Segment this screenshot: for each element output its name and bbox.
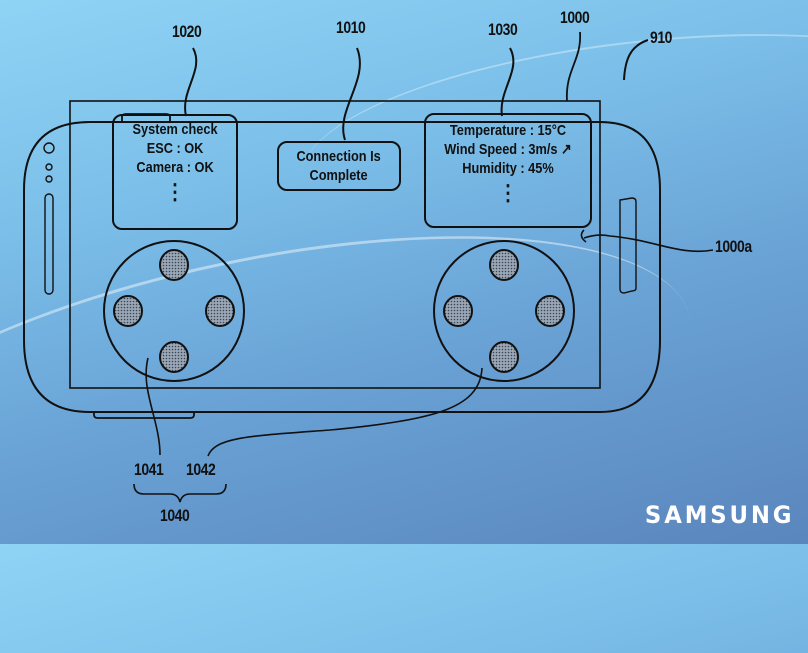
right-controller-up-button	[489, 249, 519, 281]
leader-1010	[342, 47, 361, 141]
right-controller-left-button	[443, 295, 473, 327]
left-controller-up-button	[159, 249, 189, 281]
connection-status-line: Complete	[309, 167, 369, 184]
leader-1030	[500, 47, 515, 117]
label-1030: 1030	[488, 20, 518, 39]
right-controller	[433, 240, 575, 382]
device-body	[23, 121, 661, 413]
label-910: 910	[650, 28, 673, 47]
screen	[69, 100, 601, 389]
connection-status-line: Connection Is	[296, 148, 382, 165]
leader-1020	[184, 47, 198, 117]
label-1041: 1041	[134, 460, 164, 479]
label-1010: 1010	[336, 18, 366, 37]
speaker-slot	[44, 193, 54, 295]
system-check-box: System check ESC : OK Camera : OK ⋮	[112, 114, 238, 230]
samsung-logo: SAMSUNG	[644, 501, 795, 529]
connection-status-box: Connection Is Complete	[277, 141, 401, 191]
right-controller-down-button	[489, 341, 519, 373]
temperature-line: Temperature : 15°C	[449, 122, 567, 139]
label-1040: 1040	[160, 506, 190, 525]
right-controller-right-button	[535, 295, 565, 327]
leader-1041	[145, 357, 161, 456]
ellipsis-icon: ⋮	[498, 180, 518, 205]
left-controller	[103, 240, 245, 382]
sensor-icon	[45, 175, 53, 183]
system-check-line: ESC : OK	[146, 140, 204, 157]
left-controller-down-button	[159, 341, 189, 373]
label-1020: 1020	[172, 22, 202, 41]
camera-icon	[43, 142, 55, 154]
wind-speed-line: Wind Speed : 3m/s ↗	[444, 141, 572, 158]
bottom-side-button	[93, 412, 195, 419]
label-1042: 1042	[186, 460, 216, 479]
weather-info-box: Temperature : 15°C Wind Speed : 3m/s ↗ H…	[424, 113, 592, 228]
ellipsis-icon: ⋮	[165, 179, 185, 204]
system-check-title: System check	[132, 121, 218, 138]
leader-910	[623, 39, 649, 81]
sensor-icon	[45, 163, 53, 171]
leader-1000	[566, 31, 581, 102]
home-key	[619, 197, 637, 294]
label-1000: 1000	[560, 8, 590, 27]
brace-1040	[133, 483, 227, 503]
left-controller-right-button	[205, 295, 235, 327]
leader-1000a	[580, 229, 714, 253]
humidity-line: Humidity : 45%	[462, 160, 554, 177]
system-check-line: Camera : OK	[136, 159, 214, 176]
left-controller-left-button	[113, 295, 143, 327]
patent-diagram	[23, 31, 714, 503]
label-1000a: 1000a	[715, 237, 752, 256]
leader-1042	[207, 367, 483, 457]
